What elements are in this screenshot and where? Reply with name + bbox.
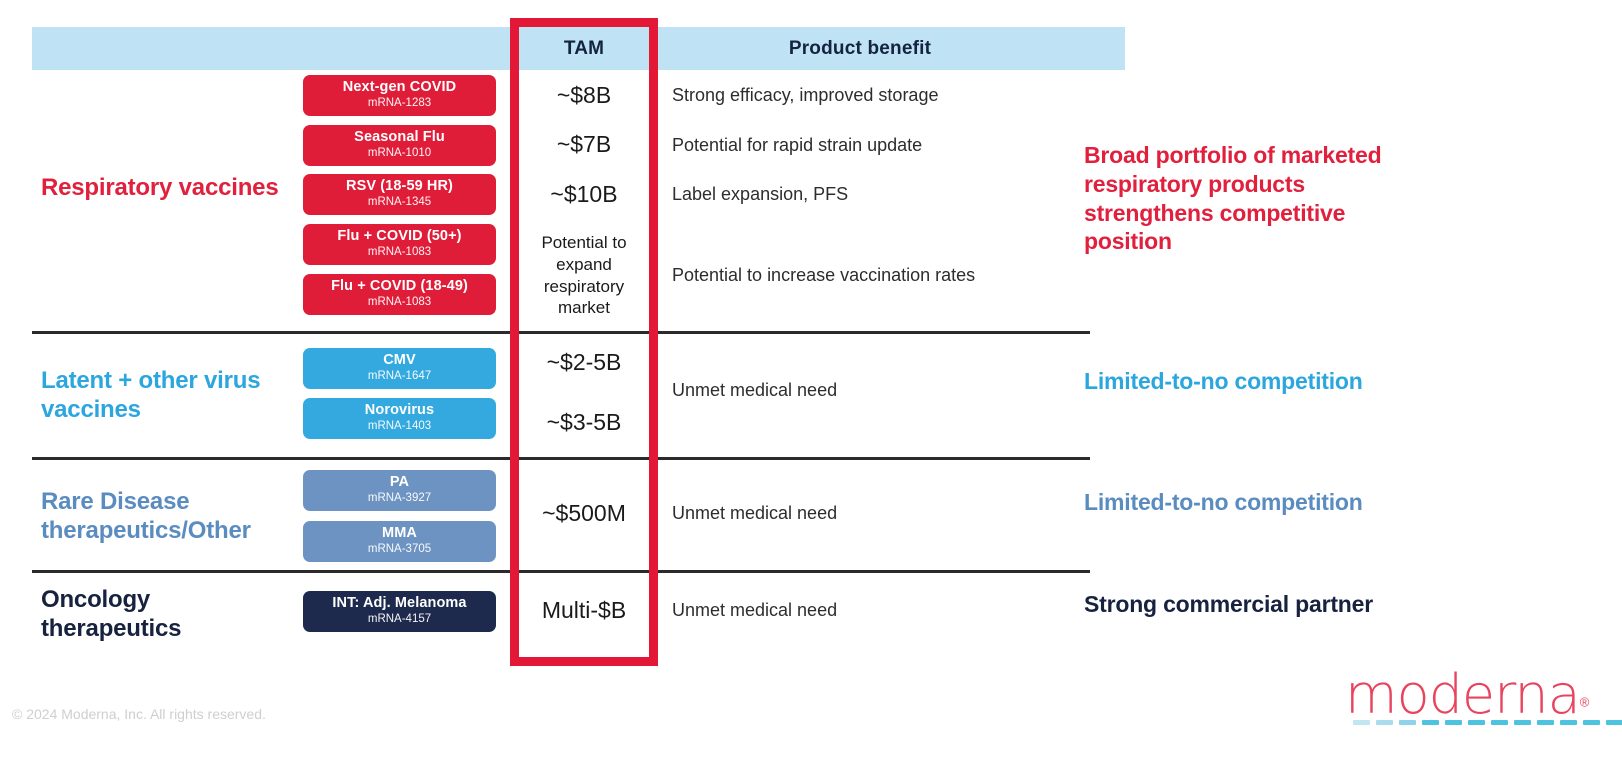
product-code: mRNA-1283 <box>367 96 432 109</box>
product-code: mRNA-1083 <box>367 295 432 308</box>
product-name: CMV <box>383 352 416 369</box>
column-header-product-benefit: Product benefit <box>788 37 932 59</box>
product-pill-cmv[interactable]: CMV mRNA-1647 <box>303 348 496 389</box>
product-name: Norovirus <box>364 402 435 419</box>
tam-value-flu-covid-note: Potential to expand respiratory market <box>541 233 627 318</box>
product-pill-flu-covid-50plus[interactable]: Flu + COVID (50+) mRNA-1083 <box>303 224 496 265</box>
tam-column-highlight-box <box>510 18 658 666</box>
tam-value-cmv: ~$2-5B <box>546 349 622 375</box>
product-name: RSV (18-59 HR) <box>346 178 453 195</box>
product-name: MMA <box>382 525 417 542</box>
product-pill-flu-covid-18-49[interactable]: Flu + COVID (18-49) mRNA-1083 <box>303 274 496 315</box>
moderna-logo: moderna® <box>1345 668 1622 730</box>
product-pill-mma[interactable]: MMA mRNA-3705 <box>303 521 496 562</box>
product-pill-pa[interactable]: PA mRNA-3927 <box>303 470 496 511</box>
benefit-latent-virus: Unmet medical need <box>672 380 838 400</box>
product-name: Seasonal Flu <box>354 129 445 146</box>
product-code: mRNA-4157 <box>367 612 432 625</box>
logo-registered-mark: ® <box>1579 694 1590 710</box>
product-code: mRNA-3927 <box>367 491 432 504</box>
benefit-rsv: Label expansion, PFS <box>672 184 849 204</box>
logo-dash-underline <box>1353 720 1622 725</box>
copyright-text: © 2024 Moderna, Inc. All rights reserved… <box>12 706 266 722</box>
benefit-oncology: Unmet medical need <box>672 600 838 620</box>
tam-value-next-gen-covid: ~$8B <box>556 82 612 108</box>
tam-value-rare-disease: ~$500M <box>542 500 626 526</box>
product-pill-rsv[interactable]: RSV (18-59 HR) mRNA-1345 <box>303 174 496 215</box>
product-pill-seasonal-flu[interactable]: Seasonal Flu mRNA-1010 <box>303 125 496 166</box>
product-name: Flu + COVID (50+) <box>337 228 462 245</box>
commentary-latent-virus: Limited-to-no competition <box>1084 368 1363 394</box>
product-name: PA <box>389 474 410 491</box>
product-code: mRNA-1083 <box>367 245 432 258</box>
category-label-rare-disease: Rare Disease therapeutics/Other <box>41 488 251 545</box>
section-divider-2 <box>32 457 1090 460</box>
product-name: Next-gen COVID <box>342 79 457 96</box>
product-pill-next-gen-covid[interactable]: Next-gen COVID mRNA-1283 <box>303 75 496 116</box>
product-code: mRNA-1403 <box>367 419 432 432</box>
commentary-rare-disease: Limited-to-no competition <box>1084 489 1363 515</box>
table-header-band <box>32 27 1125 70</box>
tam-value-oncology: Multi-$B <box>541 597 627 623</box>
section-divider-3 <box>32 570 1090 573</box>
product-code: mRNA-3705 <box>367 542 432 555</box>
column-header-tam: TAM <box>563 37 605 59</box>
tam-value-norovirus: ~$3-5B <box>546 409 622 435</box>
product-code: mRNA-1647 <box>367 369 432 382</box>
benefit-rare-disease: Unmet medical need <box>672 503 838 523</box>
tam-value-seasonal-flu: ~$7B <box>556 131 612 157</box>
product-code: mRNA-1345 <box>367 195 432 208</box>
commentary-oncology: Strong commercial partner <box>1084 591 1373 617</box>
tam-value-rsv: ~$10B <box>550 181 618 207</box>
benefit-seasonal-flu: Potential for rapid strain update <box>672 135 923 155</box>
product-code: mRNA-1010 <box>367 146 432 159</box>
commentary-respiratory: Broad portfolio of marketed respiratory … <box>1084 142 1382 255</box>
product-pill-norovirus[interactable]: Norovirus mRNA-1403 <box>303 398 496 439</box>
benefit-flu-covid: Potential to increase vaccination rates <box>672 265 976 285</box>
category-label-latent-virus: Latent + other virus vaccines <box>41 367 261 424</box>
product-name: INT: Adj. Melanoma <box>332 595 467 612</box>
category-label-respiratory: Respiratory vaccines <box>41 174 279 201</box>
product-pill-int-adj-melanoma[interactable]: INT: Adj. Melanoma mRNA-4157 <box>303 591 496 632</box>
section-divider-1 <box>32 331 1090 334</box>
benefit-next-gen-covid: Strong efficacy, improved storage <box>672 85 939 105</box>
product-name: Flu + COVID (18-49) <box>331 278 468 295</box>
logo-wordmark: moderna <box>1345 663 1581 726</box>
category-label-oncology: Oncology therapeutics <box>41 586 182 643</box>
